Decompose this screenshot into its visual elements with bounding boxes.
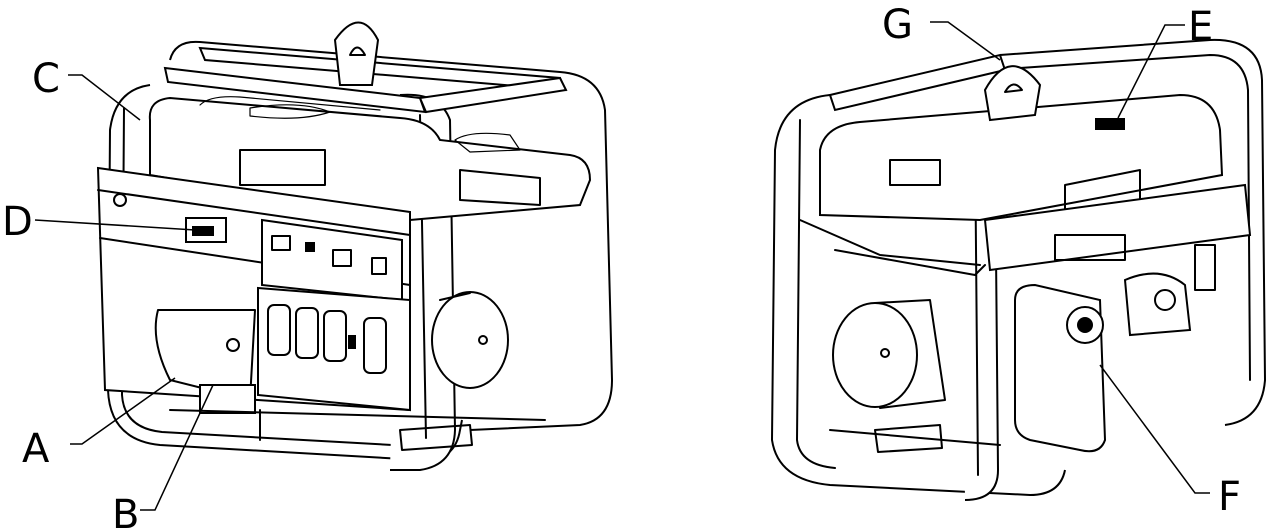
fuel-gauge [1095, 118, 1125, 130]
outlet-4 [363, 317, 387, 374]
frame-top-rail-rear [828, 53, 1007, 112]
base-mount-rear [874, 424, 943, 453]
fuel-cap [249, 104, 331, 119]
recoil-starter [1123, 272, 1192, 337]
callout-C: C [32, 56, 60, 102]
alternator-end-cap [431, 291, 509, 389]
tank-label-right [459, 169, 541, 206]
callout-D: D [2, 199, 33, 245]
callout-B: B [112, 492, 139, 529]
oil-drain [199, 384, 256, 414]
lifting-handle-right [983, 65, 1042, 122]
leader-F [1099, 364, 1210, 494]
outlet-1 [267, 304, 291, 356]
leader-G [930, 21, 1001, 61]
callout-E: E [1188, 4, 1213, 50]
outlet-3 [323, 310, 347, 362]
leader-D [34, 219, 196, 231]
generator-front-view [96, 21, 614, 471]
callout-F: F [1218, 474, 1241, 520]
leader-C [68, 74, 141, 121]
callout-G: G [882, 2, 913, 48]
leader-A [70, 377, 176, 445]
alternator-end-cap-rear [832, 302, 918, 408]
generator-rear-view [770, 38, 1267, 501]
callout-leaders [34, 21, 1210, 511]
leader-B [140, 384, 214, 511]
callout-A: A [22, 426, 50, 472]
leader-E [1117, 24, 1185, 119]
frame-top-rail-side [418, 76, 568, 114]
lifting-handle-left [333, 21, 380, 86]
outlet-panel [257, 286, 411, 412]
callout-labels: A B C D E F G [2, 2, 1241, 529]
tank-label-left [239, 149, 326, 186]
base-mount [399, 424, 473, 451]
fuel-tank [148, 96, 592, 222]
outlet-2 [295, 307, 319, 359]
tank-cap-rear [889, 159, 941, 186]
rear-panel-plate [983, 183, 1252, 272]
